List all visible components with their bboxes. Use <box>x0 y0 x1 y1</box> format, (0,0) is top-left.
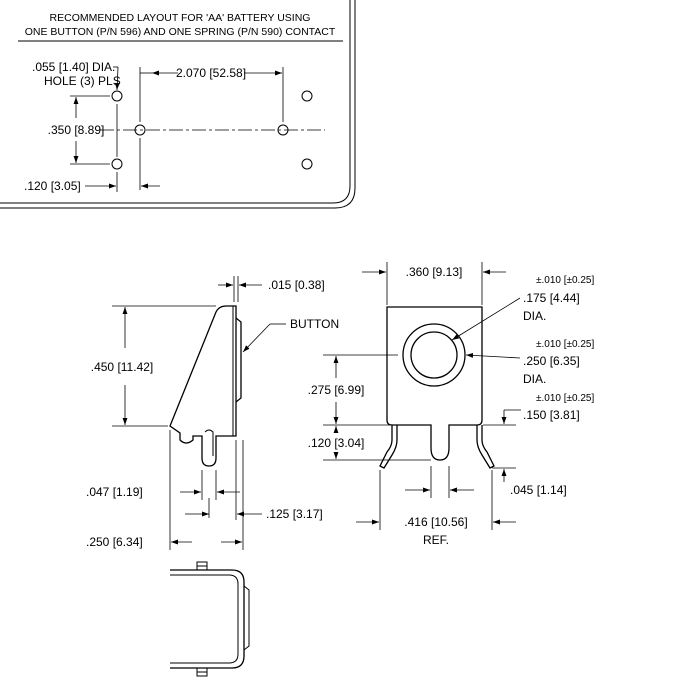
ring-dia-suffix: DIA. <box>523 372 546 386</box>
dim-thickness-label: .015 [0.38] <box>268 278 325 292</box>
side-view-slot <box>204 429 214 456</box>
leader-arrow <box>465 352 521 359</box>
tab-len-label: .150 [3.81] <box>523 408 580 422</box>
side-view-button <box>235 317 242 403</box>
bottom-view <box>170 561 250 677</box>
front-view-ring <box>402 323 466 387</box>
leader-arrow <box>114 66 120 91</box>
hole-circle <box>111 158 123 170</box>
dim-tab-gap-label: .125 [3.17] <box>266 507 323 521</box>
dim-tab-width-label: .047 [1.19] <box>86 485 143 499</box>
button-dia-suffix: DIA. <box>523 309 546 323</box>
front-view-left-tab <box>379 425 398 469</box>
tab-len-tolerance: ±.010 [±0.25] <box>536 393 594 404</box>
leader-arrow <box>242 323 271 353</box>
dim-ref-width-label: .416 [10.56] <box>404 515 467 529</box>
button-dia-tolerance: ±.010 [±0.25] <box>536 275 594 286</box>
dim-front-width-label: .360 [9.13] <box>406 265 463 279</box>
layout-title-line1: RECOMMENDED LAYOUT FOR 'AA' BATTERY USIN… <box>50 12 311 24</box>
leader-arrow <box>451 297 521 341</box>
front-view-button <box>410 331 458 379</box>
side-view: .450 [11.42] .015 [0.38] BUTTON .047 [1.… <box>86 276 339 550</box>
hole-circle <box>301 90 313 102</box>
dim-pitch-label: .350 [8.89] <box>48 123 105 137</box>
ring-dia-tolerance: ±.010 [±0.25] <box>536 339 594 350</box>
dim-center-height-label: .275 [6.99] <box>308 383 365 397</box>
layout-title-line2: ONE BUTTON (P/N 596) AND ONE SPRING (P/N… <box>25 26 336 38</box>
bottom-view-inner <box>170 574 239 664</box>
hole-count-label: HOLE (3) PLS <box>44 74 121 88</box>
hole-circle <box>111 90 123 102</box>
layout-panel-border <box>0 0 351 204</box>
dim-ref-label: REF. <box>423 533 449 547</box>
hole-circle <box>301 158 313 170</box>
hole-dia-label: .055 [1.40] DIA. <box>32 60 115 74</box>
front-view-right-tab <box>476 425 495 469</box>
bottom-view-outline <box>170 569 245 669</box>
dim-spacing-label: 2.070 [52.58] <box>176 66 246 80</box>
ring-dia-label: .250 [6.35] <box>523 354 580 368</box>
button-label: BUTTON <box>290 317 339 331</box>
layout-panel-border-inner <box>0 0 356 209</box>
side-view-body <box>169 305 237 467</box>
dim-tab-w-label: .045 [1.14] <box>510 483 567 497</box>
dim-overall-width-label: .250 [6.34] <box>86 535 143 549</box>
dim-slot-depth-label: .120 [3.04] <box>308 436 365 450</box>
layout-panel: RECOMMENDED LAYOUT FOR 'AA' BATTERY USIN… <box>0 0 356 209</box>
front-view: .360 [9.13] ±.010 [±0.25] .175 [4.44] DI… <box>308 262 594 547</box>
bottom-view-button <box>243 585 250 651</box>
button-dia-label: .175 [4.44] <box>523 291 580 305</box>
dim-height-label: .450 [11.42] <box>91 360 154 374</box>
dim-offset-label: .120 [3.05] <box>24 179 81 193</box>
